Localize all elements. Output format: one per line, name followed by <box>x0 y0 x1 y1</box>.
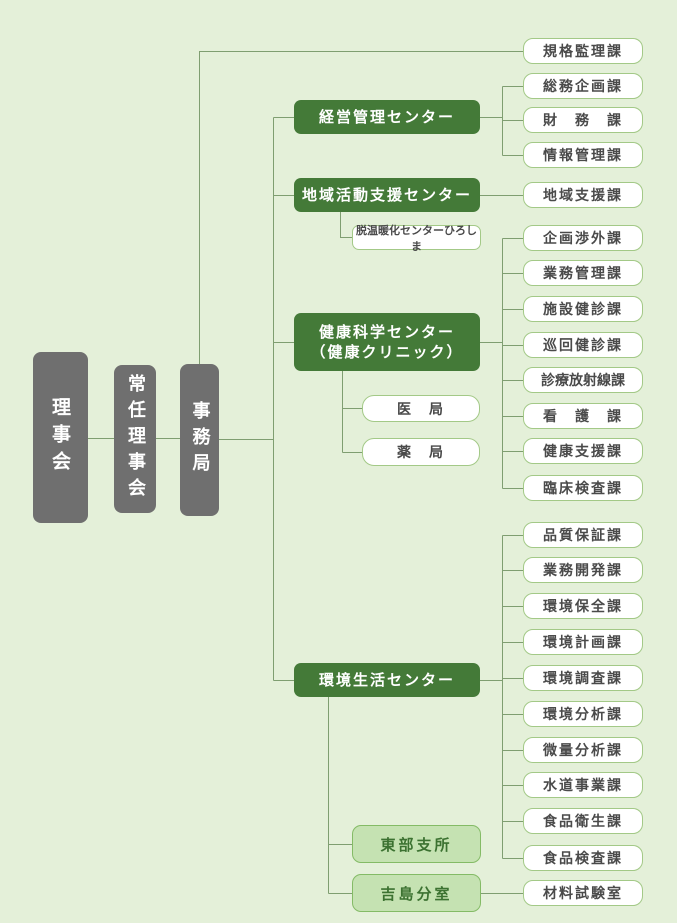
standing-board-box: 常任理事会 <box>114 365 156 513</box>
dept-box: 業務管理課 <box>523 260 643 286</box>
dept-box: 臨床検査課 <box>523 475 643 501</box>
dept-box: 品質保証課 <box>523 522 643 548</box>
dept-box: 材料試験室 <box>523 880 643 906</box>
dept-box: 巡回健診課 <box>523 332 643 358</box>
dept-box: 環境計画課 <box>523 629 643 655</box>
branch-box-yoshijima: 吉島分室 <box>352 874 481 912</box>
sub-box-decarbonization: 脱温暖化センターひろしま <box>352 224 481 253</box>
dept-box: 健康支援課 <box>523 438 643 464</box>
dept-box: 環境調査課 <box>523 665 643 691</box>
center-box-health: 健康科学センター （健康クリニック） <box>294 313 480 371</box>
sub-box-medical: 医 局 <box>362 395 480 422</box>
sub-box-pharmacy: 薬 局 <box>362 438 480 466</box>
center-box-environment: 環境生活センター <box>294 663 480 697</box>
dept-box: 企画渉外課 <box>523 225 643 251</box>
branch-box-eastern: 東部支所 <box>352 825 481 863</box>
dept-box: 食品衛生課 <box>523 808 643 834</box>
center-box-regional: 地域活動支援センター <box>294 178 480 212</box>
center-box-management: 経営管理センター <box>294 100 480 134</box>
center-health-line2: （健康クリニック） <box>310 343 464 361</box>
dept-box: 微量分析課 <box>523 737 643 763</box>
dept-box: 食品検査課 <box>523 845 643 871</box>
center-health-line1: 健康科学センター <box>318 322 455 341</box>
dept-box: 財 務 課 <box>523 107 643 133</box>
dept-box: 環境保全課 <box>523 593 643 619</box>
dept-box: 看 護 課 <box>523 403 643 429</box>
dept-box: 地域支援課 <box>523 182 643 208</box>
dept-box: 環境分析課 <box>523 701 643 727</box>
dept-box: 総務企画課 <box>523 73 643 99</box>
dept-box: 情報管理課 <box>523 142 643 168</box>
dept-box-standards: 規格監理課 <box>523 38 643 64</box>
dept-box: 業務開発課 <box>523 557 643 583</box>
dept-box: 診療放射線課 <box>523 367 643 393</box>
board-box: 理事会 <box>33 352 88 523</box>
dept-box: 施設健診課 <box>523 296 643 322</box>
secretariat-box: 事務局 <box>180 364 219 516</box>
dept-box: 水道事業課 <box>523 772 643 798</box>
